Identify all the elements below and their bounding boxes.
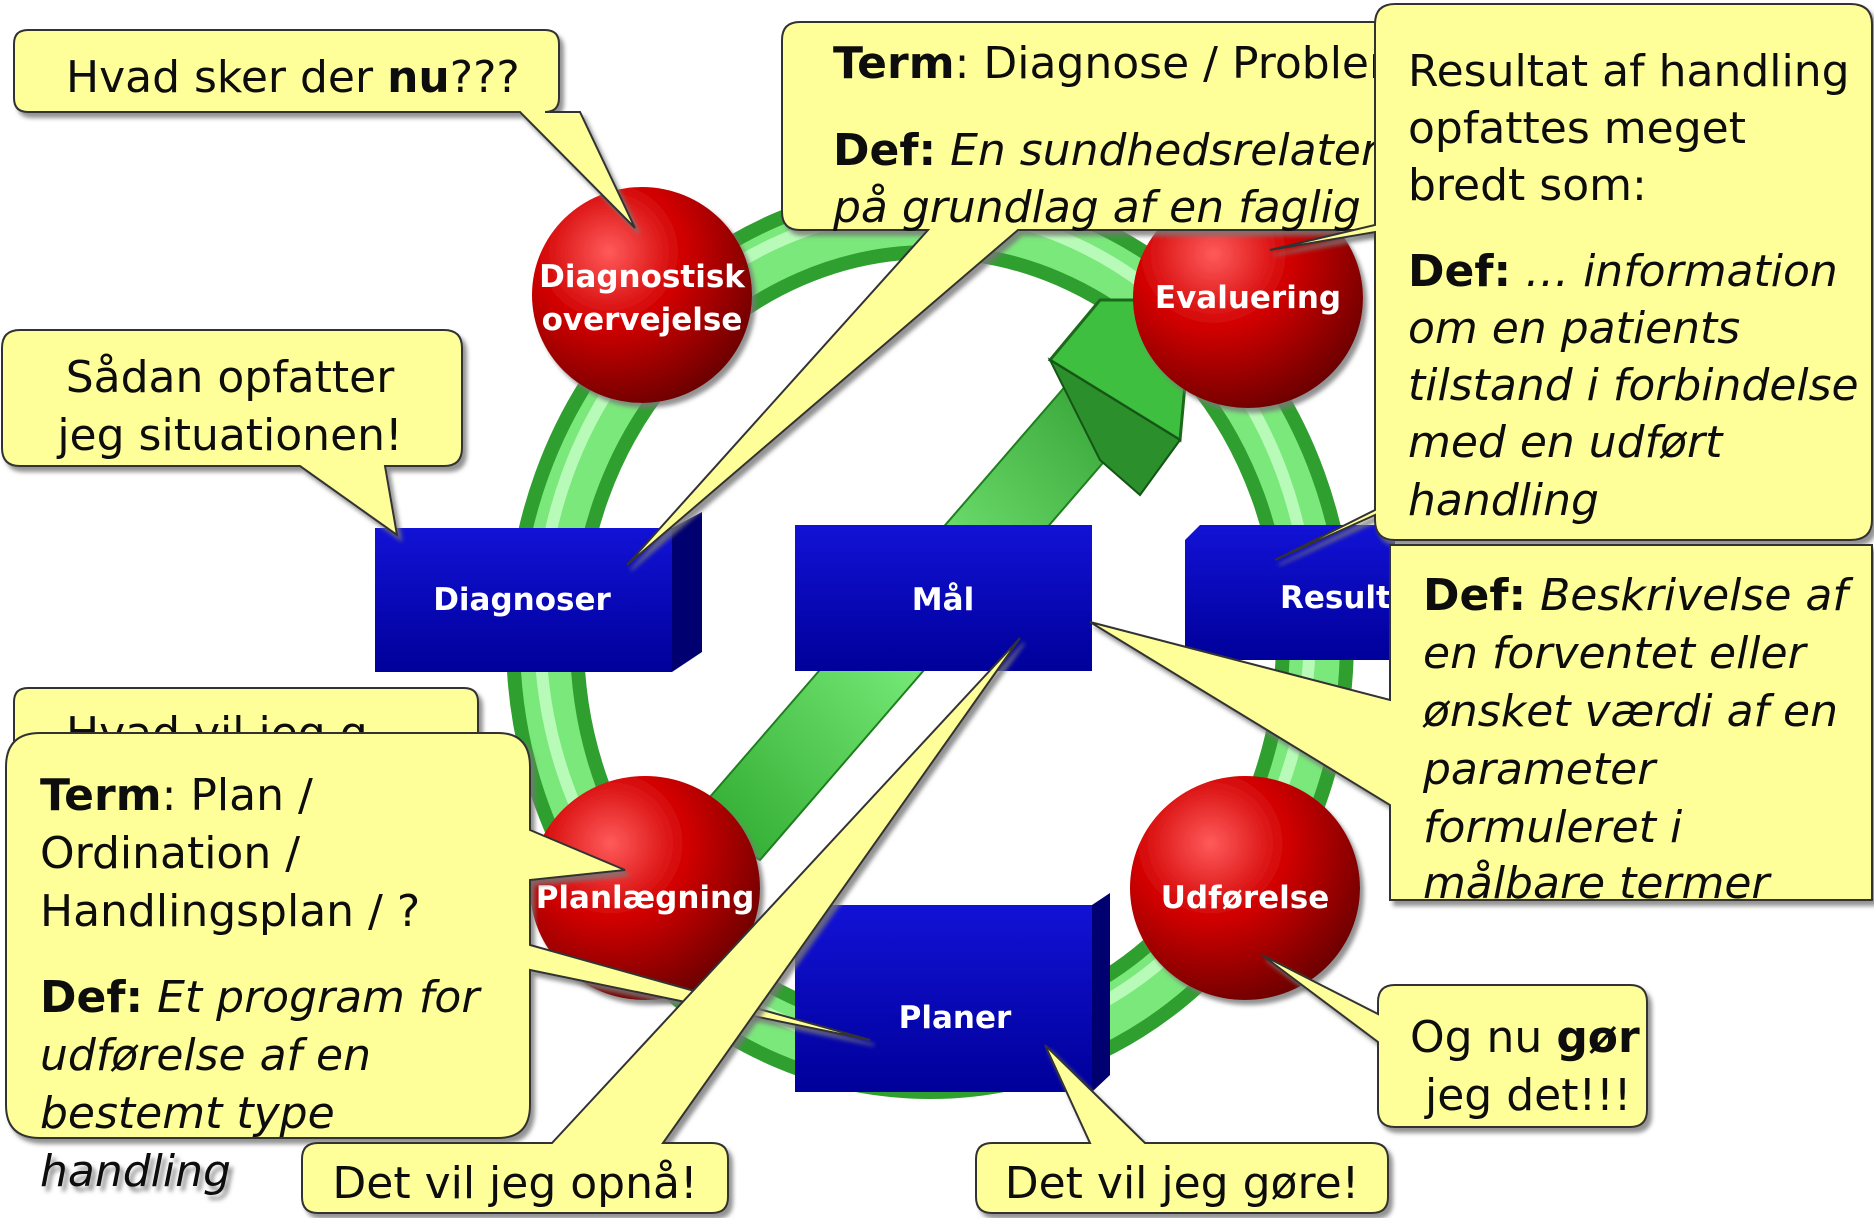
callout-diagnose-term-label: Term (833, 38, 955, 89)
callout-opnaa-text: Det vil jeg opnå! (332, 1158, 697, 1209)
callout-maal-def-line4: parameter (1422, 744, 1658, 795)
callout-maal-def-line3: ønsket værdi af en (1422, 686, 1838, 737)
callout-maal-def-line1: Beskrivelse af (1526, 570, 1854, 621)
callout-maal-def-line6: målbare termer (1423, 858, 1772, 909)
callout-plan-def-label: Def: (40, 972, 143, 1023)
svg-text:Term: Diagnose / Probler: Term: Diagnose / Probler (833, 38, 1388, 89)
callout-plan-term-line2: Ordination / (40, 828, 300, 879)
callout-resultat-def-line3: tilstand i forbindelse (1408, 360, 1859, 411)
node-diagnostisk-label-2: overvejelse (542, 302, 743, 338)
svg-text:Def: Beskrivelse af: Def: Beskrivelse af (1423, 570, 1854, 621)
callout-plan-def-line3: bestemt type (40, 1088, 335, 1139)
box-diagnoser: Diagnoser (375, 512, 702, 672)
node-udforelse-label: Udførelse (1161, 880, 1330, 916)
node-planlaegning-label: Planlægning (536, 880, 755, 916)
callout-saadan-line2: jeg situationen! (56, 410, 402, 461)
node-planlaegning: Planlægning (530, 776, 760, 1000)
box-resultater-label: Result (1280, 580, 1391, 616)
callout-plan-term: Term: Plan / Ordination / Handlingsplan … (5, 732, 871, 1197)
callout-resultat-line2: opfattes meget (1408, 103, 1746, 154)
callout-goer-bold: gør (1556, 1012, 1640, 1063)
callout-resultat-def-line4: med en udført (1408, 417, 1724, 468)
callout-nu-post: ??? (450, 52, 520, 103)
callout-saadan-line1: Sådan opfatter (66, 352, 396, 403)
callout-resultat-def-line5: handling (1408, 475, 1599, 526)
callout-resultat-line3: bredt som: (1408, 160, 1647, 211)
box-resultater: Result (1185, 525, 1395, 660)
callout-maal-def-label: Def: (1423, 570, 1526, 621)
node-udforelse: Udførelse (1130, 776, 1360, 1000)
callout-maal-def-line5: formuleret i (1423, 802, 1683, 853)
callout-plan-def-line1: Et program for (143, 972, 482, 1023)
box-planer: Planer (795, 893, 1110, 1092)
callout-goere-text: Det vil jeg gøre! (1005, 1158, 1360, 1209)
callout-resultat: Resultat af handling opfattes meget bred… (1269, 3, 1873, 561)
callout-goer: Og nu gør jeg det!!! (1261, 954, 1648, 1128)
callout-diagnose-def-label: Def: (833, 125, 936, 176)
callout-saadan: Sådan opfatter jeg situationen! (1, 329, 463, 538)
callout-resultat-def-line1: … information (1511, 246, 1838, 297)
callout-goer-line2: jeg det!!! (1424, 1070, 1631, 1121)
node-evaluering-label: Evaluering (1155, 280, 1341, 316)
callout-resultat-line1: Resultat af handling (1408, 46, 1850, 97)
callout-plan-term-label: Term (40, 770, 162, 821)
svg-text:Def: Et program for: Def: Et program for (40, 972, 482, 1023)
svg-text:Term: Plan /: Term: Plan / (40, 770, 313, 821)
callout-maal-def: Def: Beskrivelse af en forventet eller ø… (1089, 544, 1873, 909)
box-maal-label: Mål (912, 582, 974, 618)
node-diagnostisk-overvejelse: Diagnostisk overvejelse (532, 187, 752, 403)
callout-plan-def-line2: udførelse af en (40, 1030, 371, 1081)
callout-diagnose-term: Term: Diagnose / Probler Def: En sundhed… (626, 21, 1406, 566)
callout-goer-text: Og nu (1410, 1012, 1556, 1063)
box-planer-label: Planer (899, 1000, 1012, 1036)
svg-text:Og nu gør: Og nu gør (1410, 1012, 1640, 1063)
callout-resultat-def-label: Def: (1408, 246, 1511, 297)
box-diagnoser-label: Diagnoser (433, 582, 611, 618)
callout-goere: Det vil jeg gøre! (975, 1044, 1389, 1214)
callout-nu: Hvad sker der nu??? (13, 29, 636, 229)
callout-plan-term-line1: : Plan / (162, 770, 313, 821)
callout-opnaa: Det vil jeg opnå! (301, 637, 1021, 1214)
svg-text:Def: … information: Def: … information (1408, 246, 1838, 297)
callout-maal-def-line2: en forventet eller (1423, 628, 1809, 679)
callout-resultat-def-line2: om en patients (1408, 303, 1740, 354)
svg-text:Hvad sker der nu???: Hvad sker der nu??? (66, 52, 520, 103)
svg-text:Def: En sundhedsrelatere: Def: En sundhedsrelatere (833, 125, 1406, 176)
callout-plan-def-line4: handling (40, 1146, 231, 1197)
callout-diagnose-def-line2: på grundlag af en faglig v (832, 182, 1402, 233)
callout-nu-bold: nu (387, 52, 450, 103)
callout-diagnose-term-text: : Diagnose / Probler (955, 38, 1388, 89)
node-diagnostisk-label-1: Diagnostisk (539, 259, 746, 295)
callout-plan-term-line3: Handlingsplan / ? (40, 886, 420, 937)
callout-diagnose-def-text: En sundhedsrelatere (936, 125, 1406, 176)
callout-nu-text: Hvad sker der (66, 52, 387, 103)
box-maal: Mål (795, 525, 1092, 671)
